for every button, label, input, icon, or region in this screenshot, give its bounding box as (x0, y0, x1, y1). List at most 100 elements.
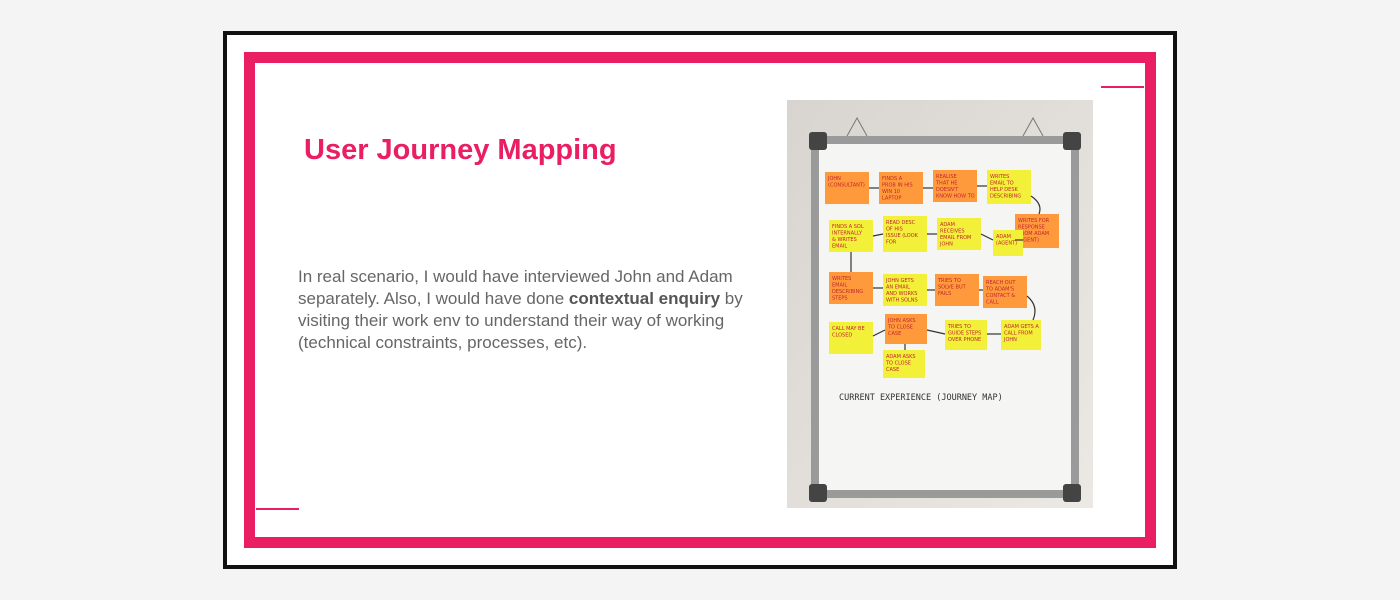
journey-arrow (980, 233, 994, 241)
sticky-note: JOHN(CONSULTANT) (825, 172, 869, 204)
sticky-note-text: THAT HE (935, 181, 957, 187)
sticky-note-text: CALL FROM (1004, 331, 1033, 337)
sticky-note-text: ADAM (996, 234, 1011, 240)
sticky-note: ADAM(AGENT) (993, 230, 1023, 256)
sticky-note-text: EMAIL (832, 244, 847, 250)
sticky-note-text: (CONSULTANT) (828, 183, 865, 189)
sticky-note-paper (825, 172, 869, 204)
sticky-note-paper (885, 314, 927, 344)
sticky-note-text: RECEIVES (940, 229, 965, 235)
sticky-note-text: TO ADAM'S (985, 287, 1014, 293)
sticky-note-text: FOR (886, 240, 897, 246)
sticky-note-text: READ DESC (886, 220, 916, 226)
sticky-note-paper (987, 170, 1031, 204)
sticky-note-text: ADAM GETS A (1004, 324, 1039, 330)
sticky-note-text: & WRITES (832, 237, 857, 243)
sticky-note-paper (879, 172, 923, 204)
sticky-note-text: FINDS A (882, 176, 903, 182)
sticky-note-paper (883, 216, 927, 252)
sticky-note-text: FINDS A SOL (832, 224, 864, 230)
sticky-note-text: (AGENT) (1018, 238, 1039, 244)
sticky-note-text: JOHN ASKS (887, 318, 916, 324)
sticky-note-paper (829, 322, 873, 354)
body-text-part-2: by visiting their work env to understand… (298, 289, 743, 352)
sticky-note-text: STEPS (832, 296, 848, 302)
journey-arrow (872, 233, 884, 237)
body-text-bold: contextual enquiry (568, 289, 721, 308)
sticky-note-text: KNOW HOW TO (936, 194, 975, 200)
sticky-note-text: INTERNALLY (832, 231, 863, 237)
sticky-note-text: WITH SOLNS (886, 298, 918, 304)
sticky-note-paper (937, 218, 981, 250)
sticky-note-text: LAPTOP (882, 196, 901, 202)
sticky-note-paper (829, 220, 873, 252)
sticky-note-text: JOHN GETS (885, 278, 914, 284)
body-text-part-1: In real scenario, I would have interview… (298, 267, 733, 308)
sticky-note-text: FROM ADAM (1018, 231, 1049, 237)
sticky-note-text: EMAIL TO (990, 181, 1014, 187)
sticky-note-text: TO CLOSE (885, 361, 911, 367)
sticky-note-text: CALL MAY BE (832, 326, 865, 332)
sticky-note-text: CASE (888, 331, 901, 337)
sticky-note-paper (829, 272, 873, 304)
sticky-note-text: EMAIL (832, 283, 847, 289)
sticky-note-text: CALL (986, 300, 999, 306)
sticky-note-text: WRITES (832, 276, 851, 282)
journey-arrows (850, 185, 1041, 350)
sticky-note-paper (945, 320, 987, 350)
sticky-note-text: OVER PHONE (948, 337, 981, 343)
sticky-note-text: TRIES TO (937, 278, 961, 284)
journey-arrow (1030, 195, 1041, 215)
sticky-note-text: WRITES (990, 174, 1009, 180)
sticky-note-text: REACH OUT (986, 280, 1016, 286)
sticky-note-text: JOHN (1003, 337, 1017, 343)
sticky-note-text: ADAM ASKS (886, 354, 916, 360)
sticky-note-text: SOLVE BUT (938, 285, 967, 291)
decorative-line-bottom (256, 508, 299, 510)
sticky-note-text: REALISE (936, 174, 957, 180)
slide-body-text: In real scenario, I would have interview… (298, 266, 768, 354)
sticky-note-text: DOESN'T (936, 187, 959, 193)
sticky-note-text: JOHN (939, 242, 953, 248)
sticky-note-text: CLOSED (832, 333, 852, 339)
decorative-line-top (1101, 86, 1144, 88)
sticky-note-text: HELP DESK (990, 187, 1018, 193)
sticky-note-text: TO CLOSE (887, 325, 913, 331)
sticky-note-text: EMAIL FROM (940, 235, 971, 241)
sticky-note-text: PROB IN HIS (882, 183, 913, 189)
sticky-note-text: GUIDE STEPS (948, 331, 981, 337)
sticky-note-text: JOHN (827, 176, 841, 182)
sticky-note-paper (1001, 320, 1041, 350)
slide-title: User Journey Mapping (304, 134, 617, 166)
sticky-note-text: (AGENT) (996, 241, 1017, 247)
journey-arrow (926, 329, 946, 335)
sticky-note-text: AND WORKS (886, 291, 917, 297)
board-caption: CURRENT EXPERIENCE (JOURNEY MAP) (839, 393, 1003, 403)
sticky-note-text: AN EMAIL (886, 285, 910, 291)
journey-arrow (1026, 295, 1036, 321)
sticky-note-text: ADAM (940, 222, 955, 228)
sticky-note-paper (933, 170, 977, 202)
sticky-note-text: DESCRIBING (832, 289, 863, 295)
sticky-note-paper (883, 350, 925, 378)
journey-arrow (872, 329, 886, 337)
sticky-note-text: ISSUE (LOOK (886, 233, 919, 239)
sticky-note-text: DESCRIBING (990, 194, 1021, 200)
sticky-note-paper (883, 274, 927, 306)
sticky-note-text: OF HIS (886, 227, 903, 233)
